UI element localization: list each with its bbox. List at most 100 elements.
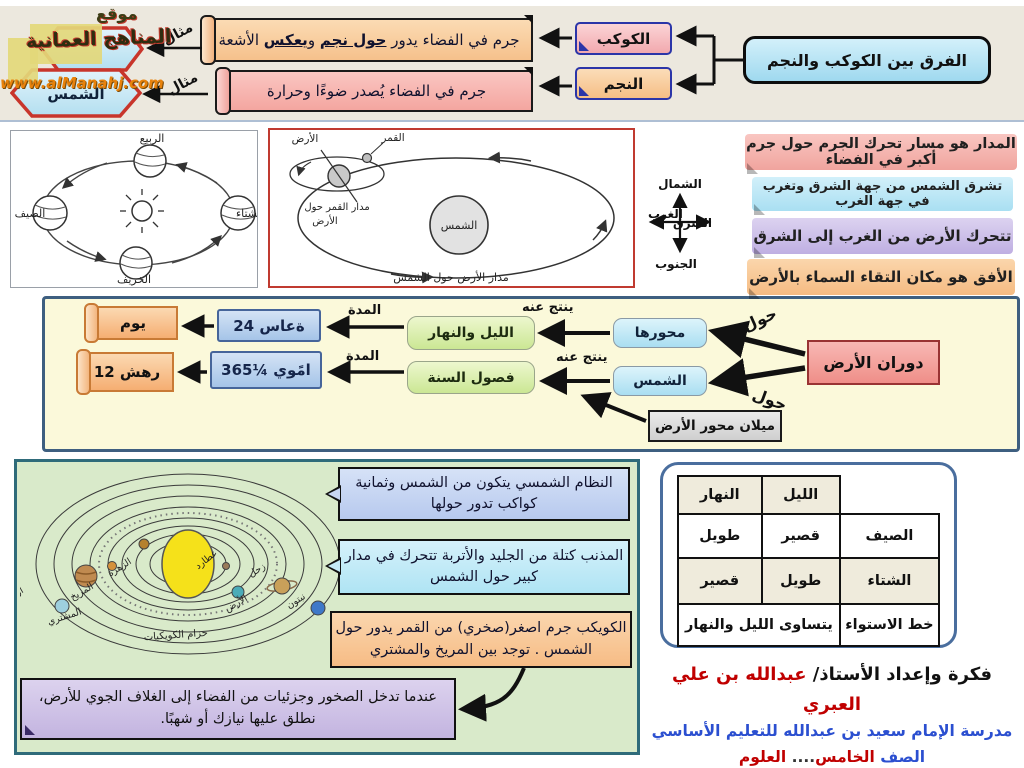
axis-box: محورها (613, 318, 707, 348)
sun-example-hexagon: الشمس (10, 68, 142, 118)
scroll-curl (200, 15, 216, 65)
orbit-diagram: الشمس الأرض القمر مدار القمر حول الأرض م… (289, 132, 615, 284)
main-title-text: الفرق بين الكوكب والنجم (766, 50, 968, 70)
planet-example-hexagon (40, 26, 144, 72)
days-box: 365¼ يومًا (210, 351, 322, 389)
comet-callout: المذنب كتلة من الجليد والأتربة تتحرك في … (325, 539, 630, 595)
corner-fold (579, 86, 589, 96)
compass-east-label: الشرق (673, 216, 712, 230)
table-row-equator-label: خط الاستواء (838, 603, 941, 647)
corner-fold (749, 288, 760, 299)
solar-system-callout: النظام الشمسي يتكون من الشمس وثمانية كوا… (325, 467, 630, 521)
season-winter-label: الشتاء (236, 207, 257, 220)
produces-label-top: ينتج عنه (522, 300, 574, 315)
table-header-night: الليل (760, 475, 841, 515)
earth-rotation-box: دوران الأرض (807, 340, 940, 385)
axis-tilt-box: ميلان محور الأرض (648, 410, 782, 442)
statement-orbit-definition: المدار هو مسار تحرك الجرم حول جرم أكبر ف… (745, 134, 1017, 174)
star-definition-box: جرم في الفضاء يُصدر ضوءًا وحرارة (215, 67, 533, 115)
compass-north-label: الشمال (658, 177, 702, 191)
label-neptune: نبتون (285, 591, 308, 611)
compass-south-label: الجنوب (655, 257, 697, 272)
day-night-table: الليل النهار الصيف قصير طويل الشتاء طويل… (677, 475, 941, 647)
corner-fold (25, 725, 35, 735)
callout-tail (325, 557, 341, 575)
table-row-summer-night: قصير (760, 513, 841, 559)
solar-system-diagram: عطارد الزهرة الأرض المريخ المشتري زحل أو… (20, 473, 340, 655)
meteor-note-box: عندما تدخل الصخور وجزئيات من الفضاء إلى … (20, 678, 456, 740)
planet-jupiter (74, 564, 98, 588)
planet-earth (231, 585, 245, 599)
planet-venus (138, 538, 150, 550)
planet-term-label: الكوكب (596, 29, 651, 48)
statement-earth-movement: تتحرك الأرض من الغرب إلى الشرق (752, 218, 1013, 258)
scroll-curl (215, 67, 231, 115)
day-scroll-box: يوم (84, 303, 178, 343)
year-seasons-box: فصول السنة (407, 361, 535, 394)
hours-box: 24 ساعة (217, 309, 321, 342)
statement-sunrise: تشرق الشمس من جهة الشرق وتغرب في جهة الغ… (752, 177, 1013, 215)
credits-grade-line: الصف الخامس.... العلوم (738, 747, 926, 766)
day-night-table-container: الليل النهار الصيف قصير طويل الشتاء طويل… (660, 462, 957, 648)
table-row-winter-day: قصير (677, 557, 763, 605)
duration-label-top: المدة (348, 303, 382, 318)
season-summer-label: الصيف (15, 207, 46, 220)
statement-horizon: الأفق هو مكان التقاء السماء بالأرض (747, 259, 1015, 299)
corner-fold (579, 41, 589, 51)
moon-orbit-label-1: مدار القمر حول (304, 202, 369, 213)
season-autumn-label: الخريف (117, 273, 151, 286)
seasons-diagram: الربيع الصيف الشتاء الخريف (15, 132, 264, 286)
table-row-winter-night: طويل (760, 557, 841, 605)
callout-tail (325, 485, 341, 503)
scroll-curl (76, 349, 91, 395)
sun-box: الشمس (613, 366, 707, 396)
season-spring-label: الربيع (140, 132, 165, 145)
planet-mercury (222, 562, 230, 570)
day-night-box: الليل والنهار (407, 316, 535, 350)
star-term-label: النجم (603, 74, 644, 93)
table-row-winter-label: الشتاء (838, 557, 941, 605)
label-asteroid-belt: حزام الكويكبات (143, 628, 208, 643)
planet-uranus (54, 598, 70, 614)
main-title: الفرق بين الكوكب والنجم (743, 36, 991, 84)
label-venus: الزهرة (106, 556, 134, 579)
planet-saturn (266, 577, 298, 595)
earth-orbit-label: مدار الأرض حول الشمس (393, 270, 509, 284)
star-term-box: النجم (575, 67, 672, 100)
orbit-diagram-panel: الشمس الأرض القمر مدار القمر حول الأرض م… (268, 128, 635, 288)
planet-mars (107, 561, 117, 571)
table-row-summer-day: طويل (677, 513, 763, 559)
table-row-equator-value: يتساوى الليل والنهار (677, 603, 841, 647)
star-definition-text: جرم في الفضاء يُصدر ضوءًا وحرارة (266, 82, 487, 100)
compass-west-label: الغرب (648, 207, 683, 221)
moon-orbit-label-2: الأرض (312, 214, 337, 227)
sun-example-label: الشمس (47, 85, 104, 103)
earth-globes (32, 144, 256, 280)
compass-rose: الشمال الجنوب الشرق الغرب (622, 176, 742, 280)
sun-shape (161, 529, 215, 599)
orbit-earth-label: الأرض (292, 132, 319, 145)
seasons-diagram-panel: الربيع الصيف الشتاء الخريف (10, 130, 264, 288)
table-blank-cell (840, 476, 939, 514)
corner-fold (754, 247, 765, 258)
credits-author-line: فكرة وإعداد الأستاذ/ عبدالله بن علي العب… (671, 664, 993, 715)
produces-label-bottom: ينتج عنه (556, 350, 608, 365)
corner-fold (524, 67, 533, 76)
months-scroll-box: 12 شهر (76, 349, 174, 395)
credits: فكرة وإعداد الأستاذ/ عبدالله بن علي العب… (648, 660, 1016, 768)
label-uranus: أورانوس (20, 583, 26, 611)
planet-definition-text: جرم في الفضاء يدور حول نجم ويعكس الأشعة (218, 31, 520, 49)
credits-school-line: مدرسة الإمام سعيد بن عبدالله للتعليم الأ… (651, 722, 1013, 741)
planet-neptune (310, 600, 326, 616)
corner-fold (524, 15, 533, 24)
planet-term-box: الكوكب (575, 22, 672, 55)
asteroid-callout: الكويكب جرم اصغر(صخري) من القمر يدور حول… (330, 611, 632, 668)
credits-author-name: عبدالله بن علي العبري (671, 664, 862, 715)
table-row-summer-label: الصيف (838, 513, 941, 559)
planet-definition-box: جرم في الفضاء يدور حول نجم ويعكس الأشعة (200, 15, 533, 65)
orbit-moon-label: القمر (380, 132, 404, 144)
corner-fold (754, 204, 765, 215)
orbit-sun-label: الشمس (441, 219, 478, 232)
duration-label-bottom: المدة (346, 349, 380, 364)
